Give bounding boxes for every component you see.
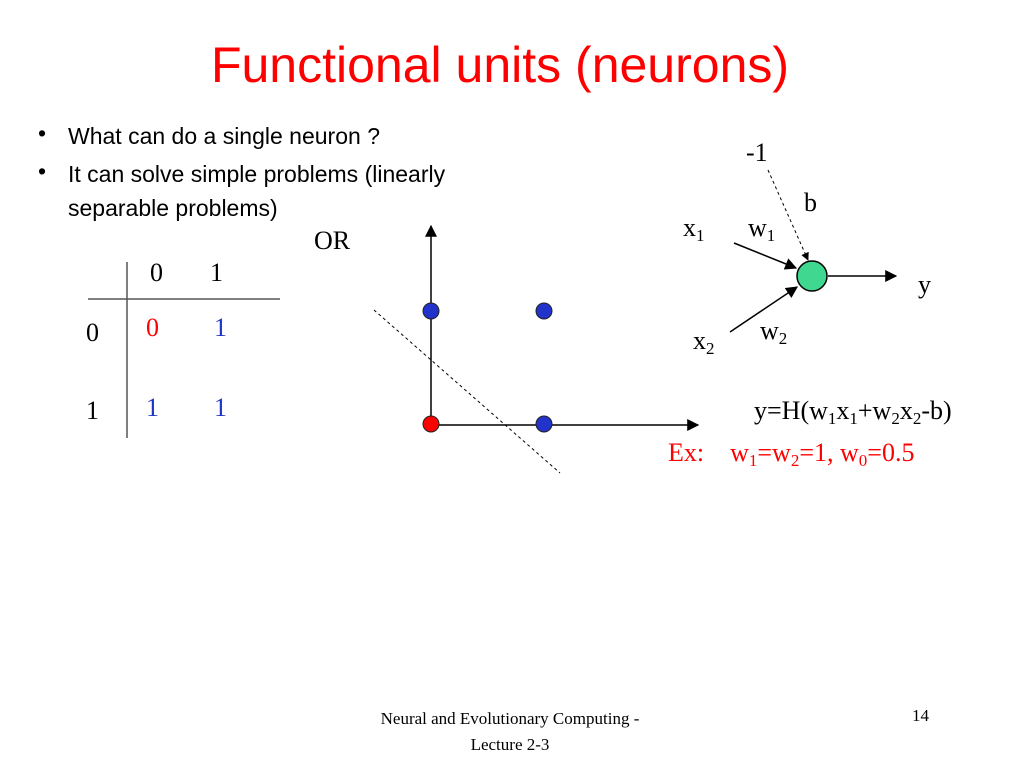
plot-point [535, 302, 553, 320]
example-values: Ex:w1=w2=1, w0=0.5 [668, 438, 915, 470]
activation-formula: y=H(w1x1+w2x2-b) [754, 396, 952, 428]
table-col-header: 1 [210, 258, 223, 287]
table-row-header: 1 [86, 396, 99, 425]
weight-w1-label: w1 [748, 213, 776, 245]
bias-arrow [767, 169, 809, 261]
plot-point [422, 415, 440, 433]
table-col-header: 0 [150, 258, 163, 287]
bullet-item: • It can solve simple problems (linearly… [38, 158, 445, 221]
weight-w2-label: w2 [760, 316, 788, 348]
table-cell: 1 [214, 313, 227, 342]
table-row-header: 0 [86, 318, 99, 347]
table-cell: 1 [214, 393, 227, 422]
bullet-dot: • [38, 158, 47, 184]
bullet-dot: • [38, 120, 47, 146]
plot-point [422, 302, 440, 320]
input-x2-label: x2 [693, 326, 715, 358]
bullet-text: What can do a single neuron ? [68, 123, 380, 149]
x1-arrow [733, 242, 798, 270]
plot-points [422, 302, 553, 433]
footer-line: Lecture 2-3 [470, 735, 550, 754]
footer: Neural and Evolutionary Computing - Lect… [355, 706, 665, 758]
decision-boundary [373, 309, 561, 474]
slide-number: 14 [912, 706, 929, 725]
neuron-node [796, 260, 828, 292]
footer-line: Neural and Evolutionary Computing - [380, 709, 640, 728]
input-x1-label: x1 [683, 213, 705, 245]
bullet-text-continued: separable problems) [68, 195, 278, 221]
bullet-item: • What can do a single neuron ? [38, 120, 380, 149]
table-cell: 0 [146, 313, 159, 342]
plot-point [535, 415, 553, 433]
plot-label: OR [314, 226, 351, 255]
table-cell: 1 [146, 393, 159, 422]
slide-title: Functional units (neurons) [210, 37, 790, 93]
example-prefix: Ex: [668, 438, 705, 467]
bias-label: b [804, 188, 817, 217]
bias-input-label: -1 [746, 138, 768, 167]
x2-arrow [729, 286, 798, 333]
bullet-text: It can solve simple problems (linearly [68, 161, 446, 187]
output-y-label: y [918, 270, 931, 299]
